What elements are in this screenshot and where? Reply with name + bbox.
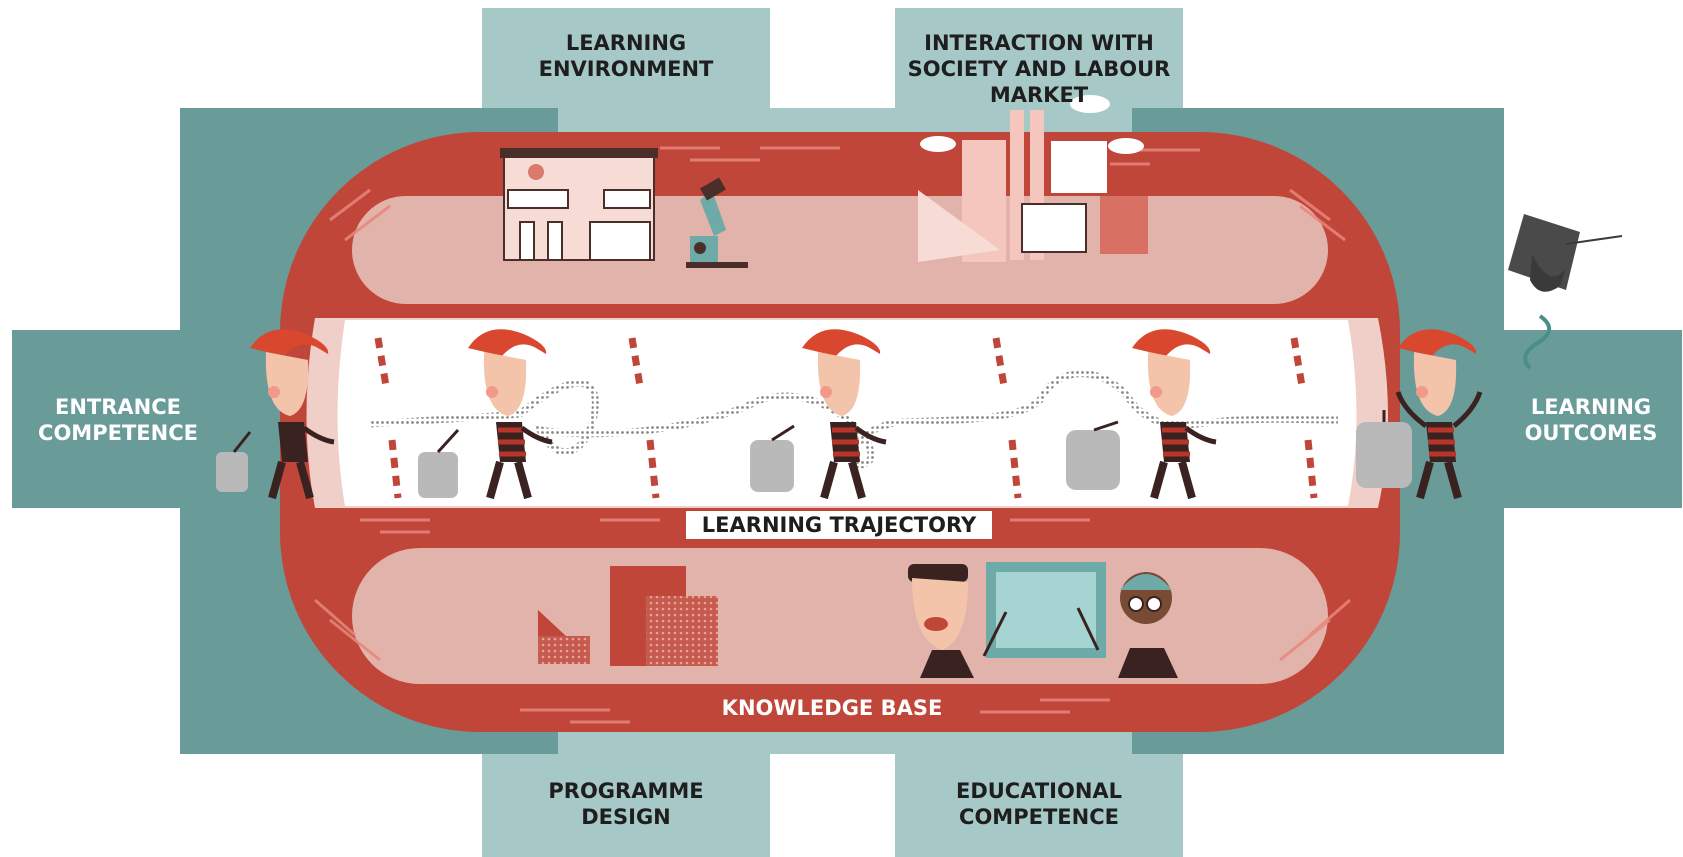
lower-inner-field [352, 548, 1328, 684]
top-right-tab [895, 8, 1183, 108]
label-learning-trajectory: LEARNING TRAJECTORY [686, 511, 992, 539]
top-left-tab [482, 8, 770, 108]
teacher-right [1076, 572, 1178, 678]
bottom-left-tab [482, 740, 770, 857]
label-learning-outcomes: LEARNING OUTCOMES [1524, 395, 1658, 445]
microscope-icon [686, 177, 748, 268]
suitcase-icon [1356, 410, 1412, 488]
right-tab [1478, 330, 1682, 508]
label-interaction-society-labour-market: INTERACTION WITH SOCIETY AND LABOUR MARK… [907, 31, 1171, 107]
lane-marker-icon [992, 337, 1008, 387]
label-educational-competence: EDUCATIONAL COMPETENCE [955, 779, 1123, 829]
path-rope-icon [369, 370, 1339, 469]
lane-marker-icon [1008, 439, 1022, 499]
teacher-left [908, 564, 1008, 678]
left-tab [12, 330, 212, 508]
suitcase-icon [216, 431, 252, 492]
student-icon [1356, 329, 1483, 500]
lane-marker-icon [1304, 439, 1318, 499]
lane-markers [374, 337, 1318, 499]
lane-marker-icon [628, 337, 644, 387]
label-knowledge-base: KNOWLEDGE BASE [721, 696, 943, 720]
lane-marker-icon [646, 439, 660, 499]
suitcase-icon [418, 428, 460, 498]
label-learning-environment: LEARNING ENVIRONMENT [538, 31, 714, 81]
student-icon [418, 329, 553, 500]
school-building-icon [500, 148, 658, 261]
label-programme-design: PROGRAMME DESIGN [548, 779, 704, 829]
blackboard-icon [986, 562, 1106, 658]
suitcase-icon [750, 424, 795, 492]
blocks-icon [538, 566, 718, 666]
teachers-icon [908, 564, 1178, 678]
label-entrance-competence: ENTRANCE COMPETENCE [38, 395, 198, 445]
lane-marker-icon [1290, 337, 1306, 387]
upper-inner-field [352, 196, 1328, 304]
student-icon [1066, 329, 1217, 500]
lane-marker-icon [388, 439, 402, 499]
suitcase-icon [1066, 420, 1120, 490]
brick-pattern [314, 146, 1351, 724]
student-icon [216, 329, 335, 500]
graduation-cap-icon [1508, 214, 1623, 370]
factory-icon [918, 95, 1148, 262]
student-icon [750, 329, 887, 500]
bottom-right-tab [895, 740, 1183, 857]
lane-marker-icon [374, 337, 390, 387]
